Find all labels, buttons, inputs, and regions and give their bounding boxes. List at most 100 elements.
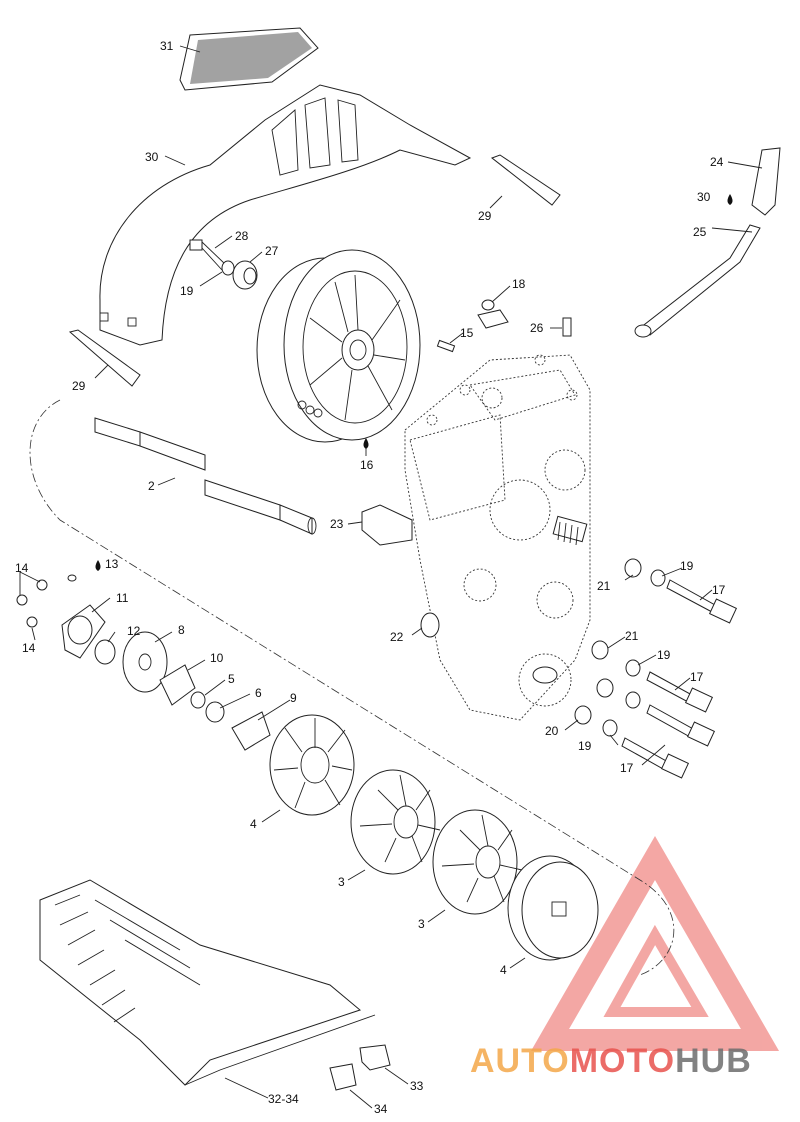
callout-14: 14 (15, 561, 29, 575)
watermark-moto: MOTO (570, 1042, 675, 1080)
callout-15: 15 (460, 326, 474, 340)
bolt-17-lower (646, 704, 716, 747)
callout-30: 30 (145, 150, 159, 164)
leader-lines (19, 45, 763, 1109)
flange-10 (159, 664, 196, 706)
callout-12: 12 (127, 624, 141, 638)
callout-9: 9 (290, 691, 297, 705)
spacer-22 (420, 612, 440, 638)
nut-14-a (16, 594, 28, 606)
callout-3: 3 (338, 875, 345, 889)
grease-fitting-13 (67, 574, 77, 582)
ring-6 (205, 701, 225, 723)
nut-14-c (26, 616, 38, 628)
lever-grip-24 (751, 147, 781, 216)
washer-19-c (625, 691, 641, 709)
callout-17: 17 (620, 761, 634, 775)
lever-end-25 (634, 324, 652, 338)
callout-19: 19 (578, 739, 592, 753)
watermark-hub: HUB (675, 1042, 752, 1080)
callout-21: 21 (625, 629, 639, 643)
washer-19-top (221, 260, 235, 276)
callout-8: 8 (178, 623, 185, 637)
clip-34 (329, 1063, 357, 1091)
drive-axle-2 (94, 417, 317, 535)
washer-19-d (602, 719, 618, 737)
washer-20-a (596, 678, 614, 698)
oil-drop-16 (363, 438, 369, 449)
callout-10: 10 (210, 651, 224, 665)
callout-27: 27 (265, 244, 279, 258)
clip-33 (359, 1044, 391, 1071)
callout-26: 26 (530, 321, 544, 335)
chain-path (29, 399, 675, 976)
nut-14-b (36, 579, 48, 591)
strip-29-left (68, 329, 141, 387)
callout-20: 20 (545, 724, 559, 738)
callout-22: 22 (390, 630, 404, 644)
washer-19-mid (625, 659, 641, 677)
clip-18 (481, 299, 495, 311)
callout-6: 6 (255, 686, 262, 700)
plate-8 (122, 631, 168, 693)
lever-rod-25 (639, 224, 761, 336)
washer-21-mid (591, 640, 609, 660)
callout-21: 21 (597, 579, 611, 593)
pin-26 (562, 317, 572, 337)
callout-24: 24 (710, 155, 724, 169)
callout-13: 13 (105, 557, 119, 571)
callout-17: 17 (712, 583, 726, 597)
washer-20-b (574, 705, 592, 725)
callout-25: 25 (693, 225, 707, 239)
watermark-text: AUTOMOTOHUB (470, 1042, 752, 1080)
sprocket-4-left (269, 714, 355, 816)
callout-18: 18 (512, 277, 526, 291)
washer-19-right-top (650, 569, 666, 587)
sprocket-4-right (507, 855, 599, 961)
watermark-auto: AUTO (470, 1042, 570, 1080)
callout-4: 4 (500, 963, 507, 977)
output-spline-upper (552, 515, 588, 546)
callout-28: 28 (235, 229, 249, 243)
callout-32-34: 32-34 (268, 1092, 299, 1106)
track-32 (39, 879, 376, 1086)
callout-19: 19 (657, 648, 671, 662)
washer-21-top (624, 558, 642, 578)
bracket-18 (477, 309, 509, 329)
callout-33: 33 (410, 1079, 424, 1093)
seal-5 (190, 691, 206, 709)
callout-4: 4 (250, 817, 257, 831)
bolt-28 (189, 239, 226, 271)
sprocket-3-right (432, 809, 523, 915)
sprocket-3-mid (350, 769, 441, 875)
guard-30 (99, 84, 472, 346)
key-15 (436, 339, 456, 353)
bolt-17-top (666, 579, 738, 624)
callout-17: 17 (690, 670, 704, 684)
oil-drop-30 (727, 194, 733, 205)
callout-34: 34 (374, 1102, 388, 1116)
drive-pulley (256, 249, 421, 443)
bearing-12 (94, 639, 116, 665)
callout-19: 19 (180, 284, 194, 298)
bearing-housing-11 (61, 604, 106, 659)
callout-5: 5 (228, 672, 235, 686)
output-spline-lower (532, 666, 558, 684)
bolt-17-mid (646, 671, 714, 713)
decal-31 (179, 27, 319, 91)
callout-31: 31 (160, 39, 174, 53)
callout-30: 30 (697, 190, 711, 204)
oil-drop-13 (95, 560, 101, 571)
callout-11: 11 (116, 591, 129, 605)
callout-23: 23 (330, 517, 344, 531)
callout-29: 29 (478, 209, 492, 223)
callout-16: 16 (360, 458, 374, 472)
strip-29-top (490, 154, 561, 206)
watermark-logo (530, 835, 780, 1051)
gearcase-housing (404, 354, 591, 721)
callout-2: 2 (148, 479, 155, 493)
bolt-17-bottom (621, 737, 690, 779)
callout-14: 14 (22, 641, 36, 655)
callout-3: 3 (418, 917, 425, 931)
callout-19: 19 (680, 559, 694, 573)
